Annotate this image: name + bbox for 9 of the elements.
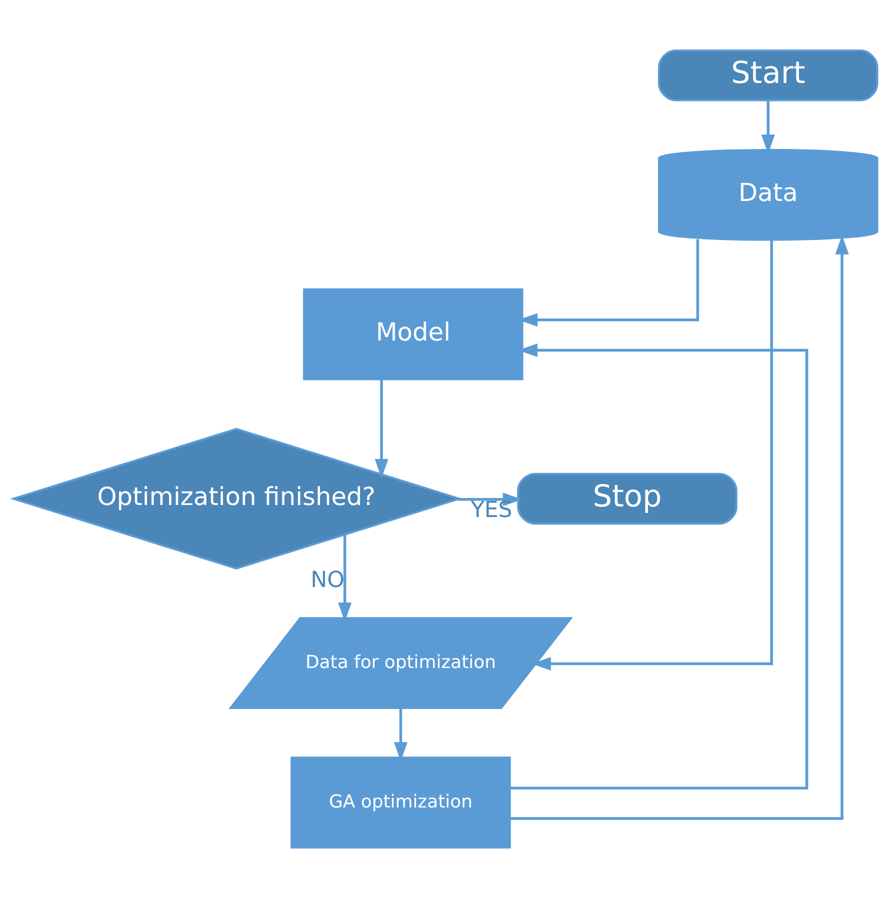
node-box: Model	[303, 288, 524, 380]
edge-label: YES	[470, 497, 512, 524]
edge-label: NO	[310, 567, 345, 594]
node-box: Stop	[517, 472, 738, 525]
arrow	[458, 492, 522, 506]
node-box: Start	[658, 50, 878, 102]
arrow	[374, 379, 388, 478]
arrow	[510, 343, 808, 790]
node-box: GA optimization	[290, 756, 511, 848]
